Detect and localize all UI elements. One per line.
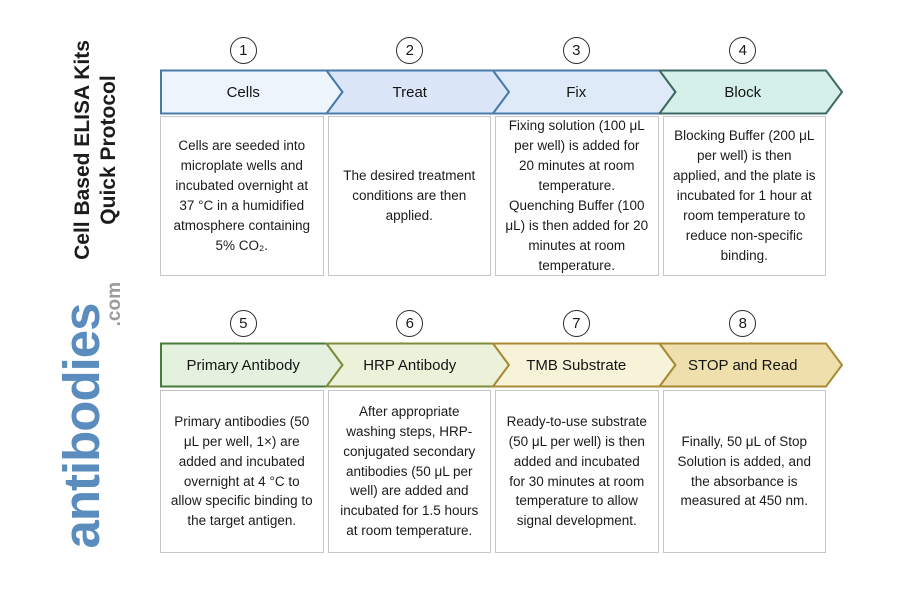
process-arrows-row-2 [160,342,844,388]
process-arrows-row-1 [160,69,844,115]
step-description-box-3: Fixing solution (100 μL per well) is add… [495,116,659,276]
page-title-line2: Quick Protocol [97,75,121,225]
step-description-box-4: Blocking Buffer (200 μL per well) is the… [662,116,826,276]
step-descriptions-row-2: Primary antibodies (50 μL per well, 1×) … [160,390,826,553]
chevron-arrow-stop-and-read [657,342,844,388]
step-number-badge-3: 3 [562,37,590,64]
step-number-badge-5: 5 [229,310,257,337]
page-title-line1: Cell Based ELISA Kits [71,40,94,260]
step-description-box-2: The desired treatment conditions are the… [327,116,491,276]
step-description-box-8: Finally, 50 μL of Stop Solution is added… [662,390,826,553]
chevron-arrow-block [657,69,844,115]
page-title: Cell Based ELISA Kits Quick Protocol [70,30,124,270]
step-number-badge-1: 1 [229,37,257,64]
brand-logo-name: antibodies [53,303,110,549]
brand-logo: antibodies .com [53,276,134,576]
step-number-badge-2: 2 [396,37,424,64]
step-number-badge-8: 8 [729,310,757,337]
step-numbers-row-1: 1 2 3 4 [160,37,826,64]
chevron-arrow-primary-antibody [160,342,344,388]
chevron-arrow-hrp-antibody [324,342,511,388]
step-numbers-row-2: 5 6 7 8 [160,310,826,337]
chevron-arrow-fix [491,69,677,115]
step-description-box-7: Ready-to-use substrate (50 μL per well) … [495,390,659,553]
chevron-arrow-cells [160,69,344,115]
step-number-badge-4: 4 [729,37,757,64]
step-description-box-1: Cells are seeded into microplate wells a… [160,116,324,276]
chevron-arrow-tmb-substrate [491,342,677,388]
chevron-arrow-treat [324,69,511,115]
step-number-badge-7: 7 [562,310,590,337]
step-descriptions-row-1: Cells are seeded into microplate wells a… [160,116,826,276]
step-number-badge-6: 6 [396,310,424,337]
step-description-box-5: Primary antibodies (50 μL per well, 1×) … [160,390,324,553]
step-description-box-6: After appropriate washing steps, HRP-con… [327,390,491,553]
